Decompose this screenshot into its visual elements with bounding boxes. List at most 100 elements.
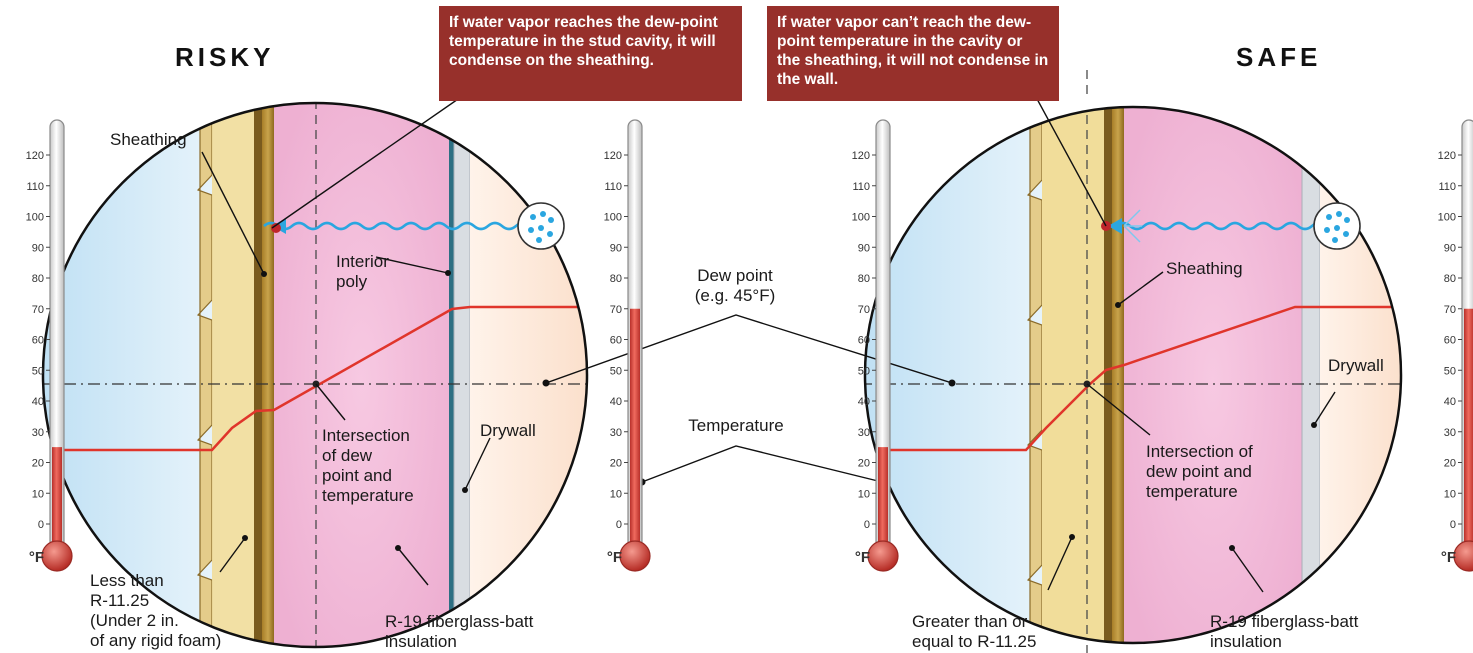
thermometer-tick-label: 50 bbox=[1444, 365, 1456, 377]
fiberglass-insulation bbox=[1124, 107, 1302, 643]
thermometer-tick-label: 120 bbox=[26, 150, 44, 162]
safe-intersection-label: Intersection of dew point and temperatur… bbox=[1146, 442, 1253, 501]
thermometer-tick-label: 70 bbox=[610, 304, 622, 316]
thermometer-tick-label: 60 bbox=[1444, 335, 1456, 347]
thermometer-tick-label: 0 bbox=[864, 519, 870, 531]
thermometer-tick-label: 70 bbox=[858, 304, 870, 316]
thermometer-tick-label: 60 bbox=[610, 335, 622, 347]
thermometer-tick-label: 40 bbox=[610, 396, 622, 408]
thermometer-unit-label: °F bbox=[607, 549, 622, 566]
condensation-point bbox=[271, 223, 281, 233]
safe-drywall-label: Drywall bbox=[1328, 356, 1384, 375]
safe-heading: SAFE bbox=[1236, 42, 1322, 72]
sheathing-leader-dot bbox=[1115, 302, 1121, 308]
thermometer-bulb bbox=[867, 540, 899, 572]
insulation-leader-dot bbox=[1229, 545, 1235, 551]
risky-interior-poly-label: Interior poly bbox=[336, 252, 389, 291]
thermometer-tick-label: 40 bbox=[32, 396, 44, 408]
thermometer-tick-label: 30 bbox=[858, 427, 870, 439]
risky-lens-circle bbox=[41, 101, 589, 649]
temperature-profile-line bbox=[865, 305, 1401, 452]
drywall-leader-dot bbox=[462, 487, 468, 493]
thermometer-tick-label: 0 bbox=[38, 519, 44, 531]
thermometer-tick-label: 20 bbox=[32, 458, 44, 470]
safe-insulation-label: R-19 fiberglass-batt insulation bbox=[1210, 612, 1359, 651]
thermometer-tick-label: 20 bbox=[1444, 458, 1456, 470]
safe-foam-label: Greater than or equal to R-11.25 bbox=[912, 612, 1037, 651]
rigid-foam-layer bbox=[1042, 107, 1104, 643]
thermometer-mercury bbox=[52, 447, 62, 556]
thermometer-tick-label: 80 bbox=[32, 273, 44, 285]
thermometer-tick-label: 90 bbox=[858, 242, 870, 254]
thermometer-tick-label: 120 bbox=[604, 150, 622, 162]
thermometer-unit-label: °F bbox=[855, 549, 870, 566]
dew-point-dot-right bbox=[948, 379, 956, 387]
thermometer-tick-label: 20 bbox=[858, 458, 870, 470]
drywall-leader-dot bbox=[1311, 422, 1317, 428]
risky-wall-section bbox=[41, 87, 589, 649]
sheathing-layer bbox=[1104, 107, 1112, 643]
thermometers: 1201101009080706050403020100°F1201101009… bbox=[26, 119, 1473, 572]
thermometer-tick-label: 70 bbox=[32, 304, 44, 316]
thermometer-tick-label: 30 bbox=[1444, 427, 1456, 439]
insulation-leader-dot bbox=[395, 545, 401, 551]
thermometer-tick-label: 40 bbox=[1444, 396, 1456, 408]
thermometer-mercury bbox=[878, 447, 888, 556]
thermometer-tick-label: 110 bbox=[26, 181, 44, 193]
thermometer-tick-label: 100 bbox=[852, 212, 870, 224]
risky-heading: RISKY bbox=[175, 42, 275, 72]
thermometer-tick-label: 110 bbox=[1438, 181, 1456, 193]
interior-poly bbox=[449, 103, 454, 647]
thermometer-tick-label: 40 bbox=[858, 396, 870, 408]
dew-point-dot-left bbox=[542, 379, 550, 387]
foam-leader-dot bbox=[242, 535, 248, 541]
thermometer-tick-label: 10 bbox=[858, 488, 870, 500]
vapor-splash bbox=[1123, 209, 1142, 243]
thermometer-tick-label: 80 bbox=[610, 273, 622, 285]
safe-lens-circle bbox=[863, 105, 1403, 645]
interior-air bbox=[1320, 107, 1401, 643]
thermometer-tick-label: 10 bbox=[1444, 488, 1456, 500]
safe-leader-lines bbox=[1029, 85, 1336, 593]
risky-intersection-label: Intersection of dew point and temperatur… bbox=[322, 426, 414, 505]
thermometer-tick-label: 50 bbox=[610, 365, 622, 377]
sheathing-layer bbox=[254, 103, 262, 647]
thermometer-tick-label: 60 bbox=[858, 335, 870, 347]
thermometer-tick-label: 120 bbox=[1438, 150, 1456, 162]
thermometer-mercury bbox=[630, 308, 640, 556]
thermometer-tick-label: 100 bbox=[26, 212, 44, 224]
thermometer-tick-label: 100 bbox=[604, 212, 622, 224]
thermometer-tick-label: 120 bbox=[852, 150, 870, 162]
sheathing-board bbox=[1112, 107, 1124, 643]
risky-callout: If water vapor reaches the dew-point tem… bbox=[439, 6, 742, 101]
thermometer-bulb bbox=[1453, 540, 1473, 572]
thermometer-tick-label: 100 bbox=[1438, 212, 1456, 224]
thermometer-tick-label: 50 bbox=[858, 365, 870, 377]
thermometer-tick-label: 90 bbox=[610, 242, 622, 254]
safe-callout: If water vapor can’t reach the dew-point… bbox=[767, 6, 1059, 101]
sheathing-leader-dot bbox=[261, 271, 267, 277]
temperature-label: Temperature bbox=[688, 416, 784, 435]
thermometer-tick-label: 110 bbox=[604, 181, 622, 193]
thermometer-tick-label: 80 bbox=[858, 273, 870, 285]
vapor-arrowhead bbox=[1108, 218, 1122, 234]
raindrops-icon bbox=[528, 211, 554, 243]
thermometer-bulb bbox=[41, 540, 73, 572]
thermometer-tick-label: 10 bbox=[32, 488, 44, 500]
drywall-layer bbox=[453, 103, 471, 647]
risky-foam-label: Less than R-11.25 (Under 2 in. of any ri… bbox=[90, 571, 222, 650]
risky-insulation-label: R-19 fiberglass-batt insulation bbox=[385, 612, 534, 651]
thermometer-unit-label: °F bbox=[1441, 549, 1456, 566]
foam-leader-dot bbox=[1069, 534, 1075, 540]
risky-sheathing-label: Sheathing bbox=[110, 130, 187, 149]
poly-leader-dot bbox=[445, 270, 451, 276]
vapor-path bbox=[1115, 221, 1327, 231]
thermometer-unit-label: °F bbox=[29, 549, 44, 566]
risky-leader-lines bbox=[201, 87, 491, 586]
raindrops-icon bbox=[1324, 211, 1350, 243]
